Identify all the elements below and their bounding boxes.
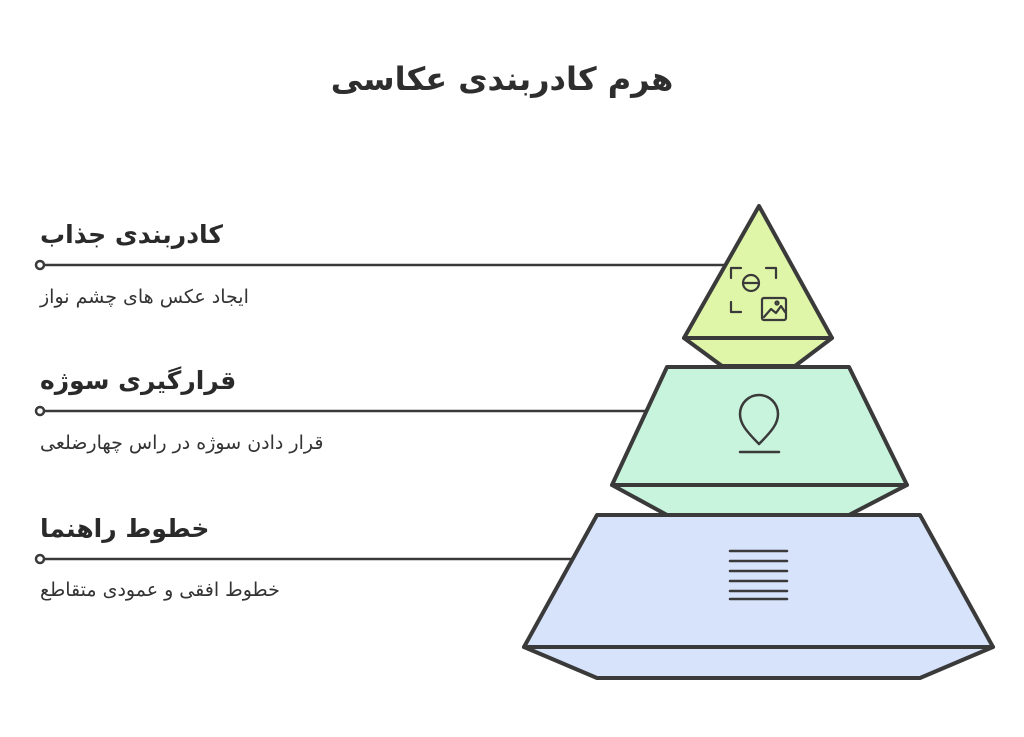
level-1-base (682, 336, 834, 368)
level-2-description: قرار دادن سوژه در راس چهارضلعی (40, 432, 324, 454)
level-2-front (610, 365, 909, 487)
connector-dot-1 (34, 259, 46, 271)
level-2-base (610, 483, 909, 517)
connector-dot-3 (34, 553, 46, 565)
page-title: هرم کادربندی عکاسی (330, 60, 674, 98)
level-3-base (522, 645, 995, 680)
pyramid-level-3 (522, 513, 995, 680)
connector-lines (34, 259, 727, 565)
lines-icon (728, 549, 789, 601)
level-1-description: ایجاد عکس های چشم نواز (40, 286, 249, 308)
pyramid-level-2 (610, 365, 909, 517)
level-3-heading: خطوط راهنما (40, 514, 210, 543)
photo-frame-icon (729, 266, 788, 322)
connector-dot-2 (34, 405, 46, 417)
level-1-heading: کادربندی جذاب (40, 220, 223, 249)
level-1-front (682, 204, 834, 340)
pyramid-level-1 (682, 204, 834, 368)
level-3-description: خطوط افقی و عمودی متقاطع (40, 579, 280, 601)
level-2-heading: قرارگیری سوژه (40, 366, 237, 395)
location-pin-icon (738, 393, 781, 454)
